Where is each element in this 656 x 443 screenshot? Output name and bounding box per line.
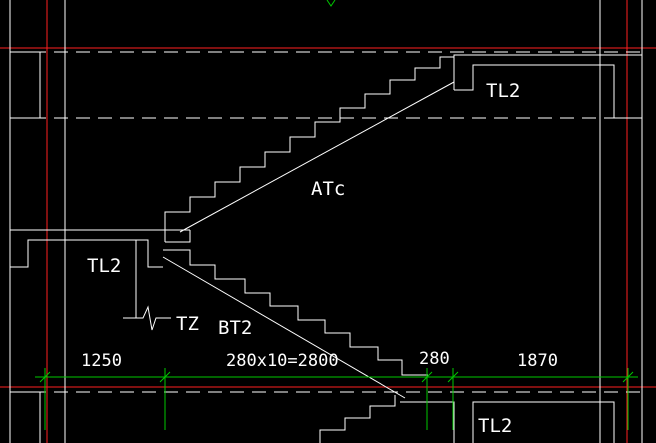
- dim-label-steps: 280x10=2800: [226, 351, 339, 371]
- dim-slash-2: [159, 371, 171, 383]
- label-atc: ATc: [311, 178, 345, 200]
- atc-slab-line: [179, 81, 455, 233]
- dim-slash-3: [421, 371, 433, 383]
- label-tl2-top: TL2: [486, 80, 520, 102]
- label-tl2-left: TL2: [87, 255, 121, 277]
- beam-left-bracket-bottom: [10, 391, 41, 443]
- landing-top-outline: [453, 54, 643, 119]
- dim-slash-4: [447, 371, 459, 383]
- dim-slash-5: [622, 371, 634, 383]
- dim-slash-1: [39, 371, 51, 383]
- north-mark-fragment: [326, 0, 336, 7]
- bt2-flight-steps: [163, 249, 428, 376]
- landing-bottom-ledge: [472, 401, 615, 443]
- dim-label-1870: 1870: [517, 351, 558, 371]
- tz-break-symbol: [123, 305, 171, 331]
- tl2-left-beam: [10, 239, 163, 268]
- dim-label-280: 280: [419, 349, 450, 369]
- beam-left-bracket: [10, 51, 41, 119]
- lower-flight-steps: [319, 395, 396, 443]
- bt2-slab-line: [162, 256, 406, 399]
- dimension-chain: [35, 0, 638, 430]
- tz-column: [123, 240, 137, 319]
- label-bt2: BT2: [218, 317, 252, 339]
- dim-label-1250: 1250: [81, 351, 122, 371]
- landing-bottom-outline: [400, 401, 455, 443]
- label-tl2-bottom: TL2: [478, 415, 512, 437]
- stair-linework: [9, 0, 643, 443]
- label-tz: TZ: [176, 313, 199, 335]
- atc-flight-steps: [164, 56, 454, 242]
- platform-mid-face: [165, 230, 191, 243]
